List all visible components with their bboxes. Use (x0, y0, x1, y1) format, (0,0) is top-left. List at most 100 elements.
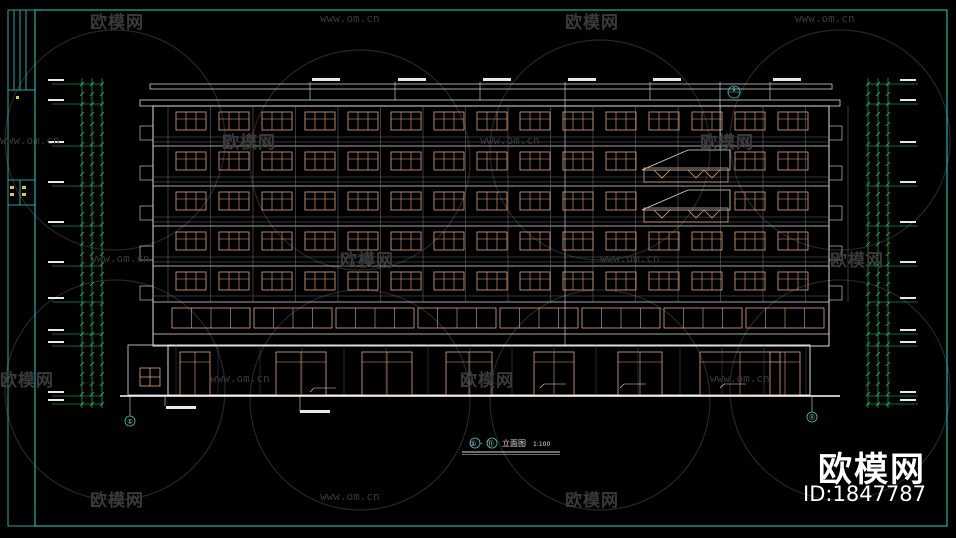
brand-logo-text: 欧模网 (818, 450, 926, 490)
window (562, 231, 594, 251)
ground-floor-storefronts (175, 345, 807, 396)
elevation-caption-axes: ①-⑪ (470, 440, 498, 448)
dimension-tick (79, 391, 85, 397)
balcony-left (139, 245, 154, 261)
window (734, 191, 766, 211)
dimension-tick (89, 211, 95, 217)
title-strip-marks (10, 96, 26, 196)
grid-axis-markers (124, 85, 818, 427)
balcony-left (139, 205, 154, 221)
dimension-tick (865, 171, 871, 177)
strip-window (745, 307, 825, 329)
level-value (48, 99, 64, 101)
dimension-tick (865, 251, 871, 257)
storefront (361, 351, 413, 396)
right-dimension-lines (865, 78, 918, 408)
dimension-tick (885, 281, 891, 287)
dimension-tick (89, 371, 95, 377)
strip-window (499, 307, 579, 329)
balcony-right (828, 125, 843, 141)
watermark-brand: 欧模网 (0, 371, 54, 391)
dimension-tick (89, 221, 95, 227)
window (519, 271, 551, 291)
dimension-tick (885, 221, 891, 227)
dimension-tick (99, 221, 105, 227)
window (347, 271, 379, 291)
dimension-tick (99, 301, 105, 307)
dimension-tick (875, 391, 881, 397)
dimension-tick (79, 231, 85, 237)
storefront (617, 351, 663, 396)
dimension-tick (79, 201, 85, 207)
dimension-tick (875, 111, 881, 117)
dimension-tick (99, 141, 105, 147)
dimension-tick (885, 151, 891, 157)
dimension-tick (89, 181, 95, 187)
dimension-tick (99, 181, 105, 187)
level-value (48, 341, 64, 343)
dimension-tick (99, 311, 105, 317)
window-grid (175, 111, 809, 291)
dimension-tick (875, 321, 881, 327)
axis-bubble-right (806, 411, 818, 423)
dimension-tick (875, 141, 881, 147)
building-elevation (120, 78, 849, 413)
window (777, 191, 809, 211)
dimension-tick (865, 111, 871, 117)
watermark-brand: 欧模网 (830, 251, 884, 271)
level-value (900, 99, 916, 101)
title-strip (7, 9, 36, 527)
dimension-tick (875, 171, 881, 177)
dimension-tick (885, 91, 891, 97)
dimension-tick (885, 361, 891, 367)
watermark-url: www.om.cn (210, 372, 270, 385)
annex-window (139, 367, 161, 387)
window (648, 271, 680, 291)
dimension-tick (79, 241, 85, 247)
dimension-tick (99, 241, 105, 247)
window (648, 231, 680, 251)
dimension-tick (875, 201, 881, 207)
window (562, 271, 594, 291)
annotation-labels (166, 78, 801, 413)
storefront (275, 351, 327, 396)
window (261, 271, 293, 291)
dimension-tick (885, 381, 891, 387)
window (347, 151, 379, 171)
level-value (900, 341, 916, 343)
level-value (48, 399, 64, 401)
dimension-tick (865, 211, 871, 217)
dimension-tick (99, 201, 105, 207)
level-value (900, 221, 916, 223)
dimension-tick (79, 181, 85, 187)
window (605, 271, 637, 291)
window (175, 191, 207, 211)
dimension-tick (885, 191, 891, 197)
dimension-tick (89, 291, 95, 297)
dimension-tick (875, 221, 881, 227)
dimension-tick (79, 281, 85, 287)
level-value (48, 391, 64, 393)
dimension-tick (875, 231, 881, 237)
level-value (48, 297, 64, 299)
dimension-tick (79, 111, 85, 117)
dimension-tick (99, 111, 105, 117)
dimension-tick (99, 341, 105, 347)
dimension-tick (99, 131, 105, 137)
brand-id-label: ID:1847787 (803, 482, 926, 506)
dimension-tick (875, 341, 881, 347)
window (390, 271, 422, 291)
feature-balconies (641, 149, 731, 223)
watermark-url: www.om.cn (0, 134, 60, 147)
dimension-tick (89, 321, 95, 327)
dimension-tick (89, 311, 95, 317)
dimension-tick (79, 341, 85, 347)
dimension-tick (89, 131, 95, 137)
dimension-tick (89, 351, 95, 357)
dimension-tick (865, 281, 871, 287)
window (433, 111, 465, 131)
dimension-tick (875, 121, 881, 127)
strip-window (663, 307, 743, 329)
watermark-brand: 欧模网 (90, 491, 144, 511)
watermark-url: www.om.cn (90, 252, 150, 265)
